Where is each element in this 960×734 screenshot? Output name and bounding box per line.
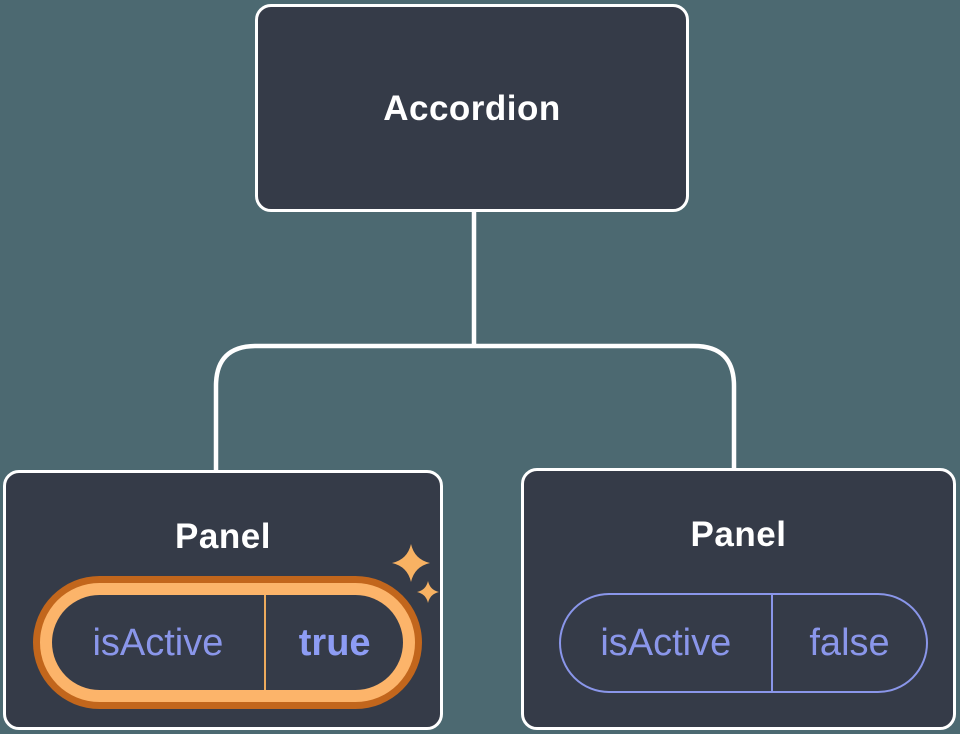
prop-value-cell: false — [773, 595, 926, 691]
panel-inactive-label: Panel — [690, 515, 787, 554]
prop-value-label: true — [298, 621, 371, 664]
pill-separator — [263, 595, 267, 690]
prop-name-cell: isActive — [52, 595, 264, 690]
prop-name-label: isActive — [92, 621, 224, 664]
accordion-node-label: Accordion — [383, 88, 561, 128]
prop-value-label: false — [809, 622, 890, 664]
pill-separator — [770, 595, 774, 691]
panel-active-label: Panel — [175, 517, 271, 556]
accordion-node: Accordion — [255, 4, 689, 212]
panel-node-active: Panel isActive true — [3, 470, 443, 730]
prop-pill-inactive: isActive false — [559, 593, 928, 693]
sparkle-icon — [392, 544, 439, 603]
connector-branch-bracket — [213, 343, 737, 472]
prop-pill-active: isActive true — [52, 595, 403, 690]
prop-name-cell: isActive — [561, 595, 771, 691]
panel-node-inactive: Panel isActive false — [521, 468, 956, 730]
prop-value-cell: true — [266, 595, 403, 690]
prop-pill-highlight-ring: isActive true — [40, 583, 415, 702]
prop-name-label: isActive — [600, 622, 732, 664]
